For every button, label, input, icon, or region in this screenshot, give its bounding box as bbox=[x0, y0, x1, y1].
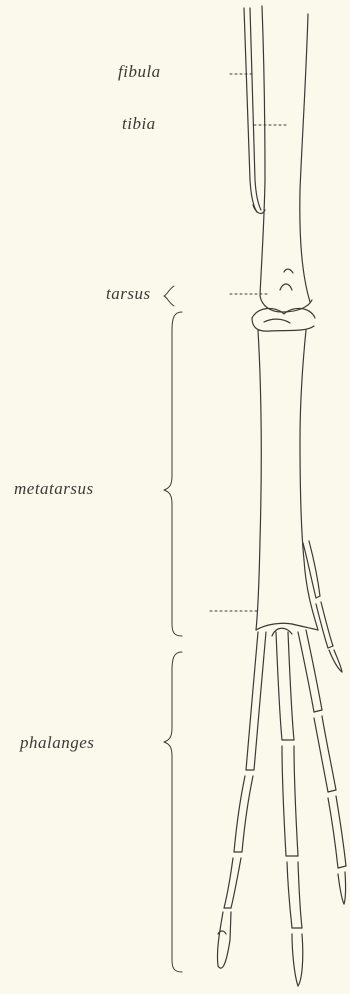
tarsus-brace bbox=[164, 286, 174, 306]
fibula-label: fibula bbox=[118, 62, 161, 82]
phalanges-brace bbox=[164, 652, 182, 972]
metatarsus-bone bbox=[256, 330, 318, 630]
tibia-label: tibia bbox=[122, 114, 156, 134]
metatarsus-label: metatarsus bbox=[14, 479, 94, 499]
tarsus-label: tarsus bbox=[106, 284, 151, 304]
tibia-bone bbox=[260, 6, 312, 312]
phalanges-label: phalanges bbox=[20, 733, 94, 753]
phalanges-right-toe bbox=[298, 630, 346, 904]
phalanges-middle-toe bbox=[272, 628, 303, 986]
metatarsus-brace bbox=[164, 312, 182, 636]
fibula-bone bbox=[244, 8, 265, 213]
phalanges-left-toe bbox=[217, 632, 266, 968]
hallux-digit bbox=[303, 541, 342, 672]
